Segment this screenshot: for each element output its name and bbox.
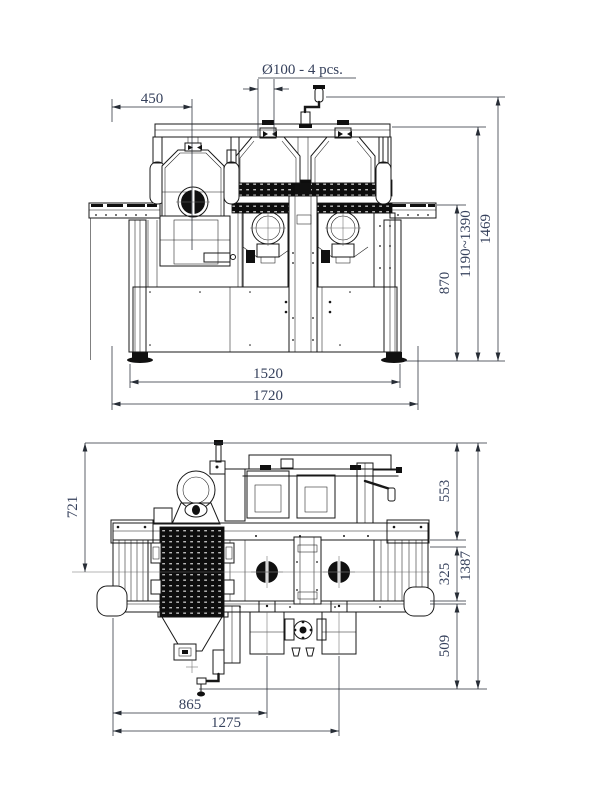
plan-crank2-shaft bbox=[212, 649, 225, 675]
front-drums bbox=[242, 210, 369, 264]
dim-label-325: 325 bbox=[437, 563, 453, 586]
dim-label-hole-note: Ø100 - 4 pcs. bbox=[262, 62, 343, 78]
plan-dimensions: 721 553 325 509 1387 865 1275 bbox=[65, 442, 487, 736]
plan-view bbox=[96, 440, 435, 697]
dim-label-509: 509 bbox=[437, 635, 453, 658]
dim-label-450: 450 bbox=[141, 91, 164, 107]
front-hoppers bbox=[230, 127, 392, 184]
front-mid-body bbox=[147, 212, 396, 288]
dim-label-721: 721 bbox=[65, 496, 81, 519]
front-left-foot bbox=[132, 352, 148, 358]
dim-label-1720: 1720 bbox=[253, 388, 283, 404]
plan-crank-arm bbox=[363, 479, 392, 491]
dim-label-870: 870 bbox=[437, 272, 453, 295]
front-right-foot bbox=[386, 352, 402, 358]
plan-crank2-arm bbox=[201, 672, 220, 683]
front-hopper-1 bbox=[235, 136, 301, 184]
dim-label-1275: 1275 bbox=[211, 715, 241, 731]
plan-center-column bbox=[293, 536, 322, 605]
dim-label-865: 865 bbox=[179, 697, 202, 713]
dim-label-1387: 1387 bbox=[458, 551, 474, 582]
front-legs bbox=[127, 219, 407, 363]
plan-funnel bbox=[157, 605, 241, 697]
front-base-cabinet bbox=[128, 286, 402, 353]
front-crank-handle bbox=[299, 85, 325, 128]
front-lever bbox=[203, 252, 231, 263]
dim-label-1520: 1520 bbox=[253, 366, 283, 382]
front-capsule-post-right bbox=[375, 161, 392, 205]
plan-top-assembly bbox=[153, 440, 402, 525]
front-top-beam bbox=[149, 120, 392, 205]
front-left-unit bbox=[161, 136, 225, 218]
dim-label-1190-1390: 1190~1390 bbox=[458, 210, 474, 278]
front-capsule-post-mid bbox=[223, 161, 240, 205]
front-center-column bbox=[288, 137, 318, 353]
dim-label-1469: 1469 bbox=[478, 214, 494, 244]
plan-spindles bbox=[249, 536, 357, 657]
front-view bbox=[88, 85, 437, 363]
dim-label-553: 553 bbox=[437, 480, 453, 503]
plan-body bbox=[96, 519, 435, 617]
front-dimensions: 450 Ø100 - 4 pcs. 870 1190~1390 1469 152… bbox=[111, 62, 505, 410]
front-hopper-2 bbox=[310, 136, 376, 184]
